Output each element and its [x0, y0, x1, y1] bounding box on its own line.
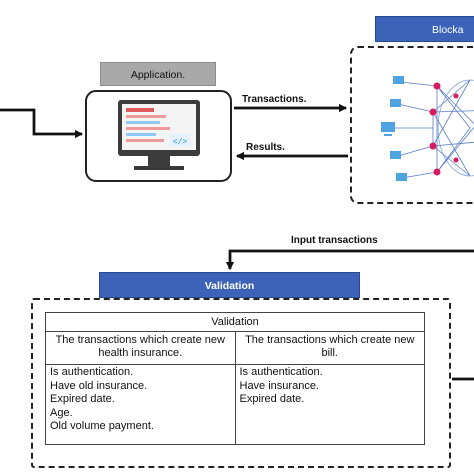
list-item: Old volume payment. — [50, 420, 154, 432]
validation-banner: Validation — [99, 272, 360, 298]
new-bill-criteria: Is authentication. Have insurance. Expir… — [234, 364, 425, 445]
column-header-new-bill: The transactions which create new bill. — [234, 331, 425, 365]
blockchain-label: Blocka — [375, 16, 474, 42]
list-item: Is authentication. — [50, 366, 134, 378]
blockchain-box — [350, 46, 474, 204]
validation-box — [31, 298, 451, 468]
validation-table: Validation The transactions which create… — [45, 312, 425, 445]
input-arrow-left — [0, 108, 83, 138]
application-box — [85, 90, 232, 182]
list-item: Have insurance. — [239, 379, 320, 392]
validation-table-title: Validation — [45, 312, 425, 332]
list-item: Expired date. — [239, 393, 305, 405]
list-item: Have old insurance. — [50, 379, 148, 392]
health-insurance-criteria: Is authentication. Have old insurance. E… — [45, 364, 236, 445]
list-item: Is authentication. — [239, 366, 323, 378]
input-transactions-label: Input transactions — [291, 235, 378, 246]
application-label: Application. — [100, 62, 216, 86]
input-transactions-arrow — [226, 249, 474, 270]
results-label: Results. — [246, 142, 285, 153]
transactions-label: Transactions. — [242, 94, 307, 105]
column-header-health-insurance: The transactions which create new health… — [45, 331, 236, 365]
list-item: Expired date. — [50, 393, 115, 405]
list-item: Age. — [50, 406, 73, 419]
